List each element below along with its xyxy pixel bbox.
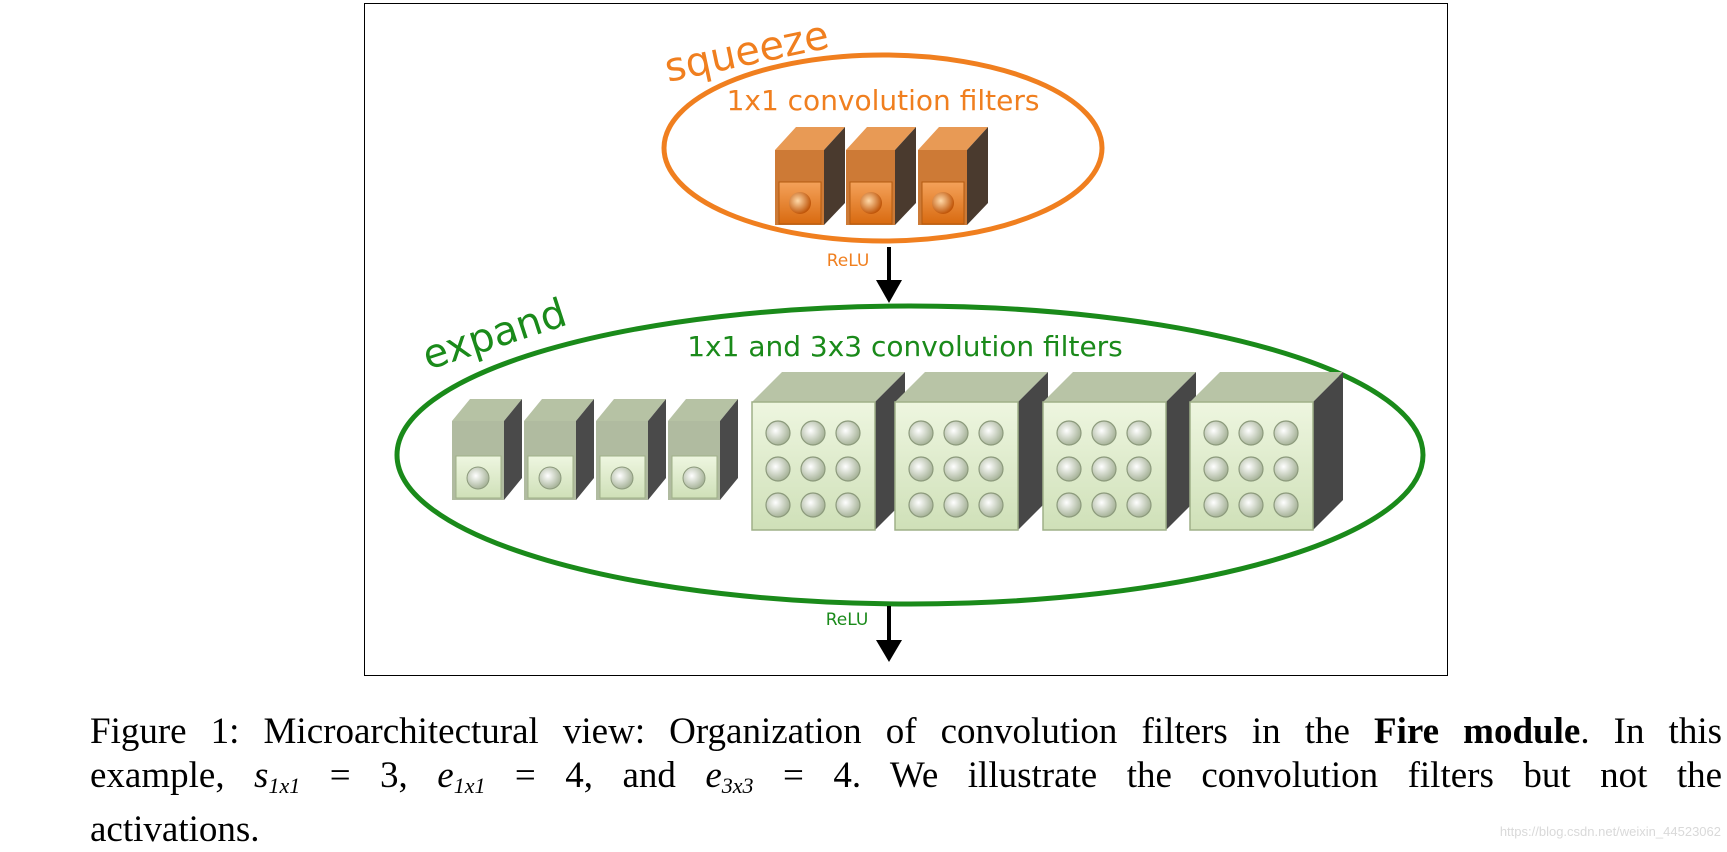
watermark: https://blog.csdn.net/weixin_44523062 <box>1499 824 1721 839</box>
filter-bump <box>1203 492 1229 518</box>
filter-bump <box>800 492 826 518</box>
caption-text: Figure 1: Microarchitectural view: Organ… <box>90 711 1350 752</box>
expand-subtitle: 1x1 and 3x3 convolution filters <box>687 330 1123 363</box>
expand-3x3-filter <box>1042 372 1196 531</box>
squeeze-filter <box>846 127 916 225</box>
filter-bump <box>835 420 861 446</box>
relu-label-bottom: ReLU <box>826 610 869 630</box>
math-subscript: 3x3 <box>721 773 754 798</box>
filter-bump <box>1091 456 1117 482</box>
filter-bump <box>1126 492 1152 518</box>
filter-bump <box>835 492 861 518</box>
filter-bump <box>1273 420 1299 446</box>
expand-1x1-filter <box>596 399 666 500</box>
filter-bump <box>1273 492 1299 518</box>
arrow-head <box>876 640 902 662</box>
filter-bump <box>1238 456 1264 482</box>
squeeze-ellipse <box>661 52 1105 244</box>
filter-bump <box>1273 456 1299 482</box>
caption-text: = 4, and <box>514 755 676 796</box>
expand-1x1-filter <box>524 399 594 500</box>
filter-bump <box>765 492 791 518</box>
math-symbol: s <box>254 755 269 796</box>
expand-3x3-filter <box>1189 372 1343 531</box>
filter-bump <box>1056 456 1082 482</box>
caption-text: We illustrate the convolution filters bu… <box>889 755 1723 796</box>
squeeze-filter <box>918 127 988 225</box>
caption-text: example, <box>90 755 225 796</box>
filter-bump <box>943 420 969 446</box>
filter-bump <box>1056 420 1082 446</box>
filter-bump <box>835 456 861 482</box>
math-symbol: e <box>705 755 722 796</box>
filter-bump <box>1056 492 1082 518</box>
relu-label-top: ReLU <box>827 251 870 271</box>
squeeze-subtitle: 1x1 convolution filters <box>727 84 1040 117</box>
figure-caption: Figure 1: Microarchitectural view: Organ… <box>90 710 1722 852</box>
caption-text: = 4. <box>783 755 862 796</box>
filter-bump <box>943 456 969 482</box>
filter-bump <box>1091 492 1117 518</box>
caption-text: = 3, <box>329 755 408 796</box>
caption-text: . In this <box>1580 711 1722 752</box>
filter-bump <box>765 456 791 482</box>
expand-1x1-filter <box>668 399 738 500</box>
expand-3x3-filter <box>751 372 905 531</box>
math-symbol: e <box>437 755 454 796</box>
filter-bump <box>800 456 826 482</box>
filter-bump <box>908 492 934 518</box>
filter-bump <box>908 456 934 482</box>
expand-3x3-filters <box>751 372 1343 531</box>
filter-bump <box>1126 420 1152 446</box>
filter-bump <box>978 420 1004 446</box>
arrow-head <box>876 280 902 303</box>
expand-ellipse <box>394 303 1426 607</box>
expand-3x3-filter <box>894 372 1048 531</box>
filter-bump <box>943 492 969 518</box>
math-subscript: 1x1 <box>453 773 486 798</box>
filter-bump <box>1238 492 1264 518</box>
caption-line-1: Figure 1: Microarchitectural view: Organ… <box>90 710 1722 754</box>
caption-line-2: example, s1x1 = 3, e1x1 = 4, and e3x3 = … <box>90 754 1722 808</box>
filter-bump <box>1203 456 1229 482</box>
filter-bump <box>908 420 934 446</box>
caption-bold-term: Fire module <box>1374 711 1581 752</box>
math-subscript: 1x1 <box>268 773 301 798</box>
filter-bump <box>1203 420 1229 446</box>
filter-bump <box>800 420 826 446</box>
filter-bump <box>978 492 1004 518</box>
filter-bump <box>1091 420 1117 446</box>
fire-module-diagram: squeeze 1x1 convolution filters ReLU exp… <box>394 12 1426 662</box>
filter-bump <box>1126 456 1152 482</box>
caption-line-3: activations. <box>90 809 260 850</box>
filter-bump <box>765 420 791 446</box>
squeeze-title: squeeze <box>661 12 833 92</box>
filter-bump <box>1238 420 1264 446</box>
filter-bump <box>978 456 1004 482</box>
squeeze-filter <box>775 127 845 225</box>
expand-1x1-filter <box>452 399 522 500</box>
